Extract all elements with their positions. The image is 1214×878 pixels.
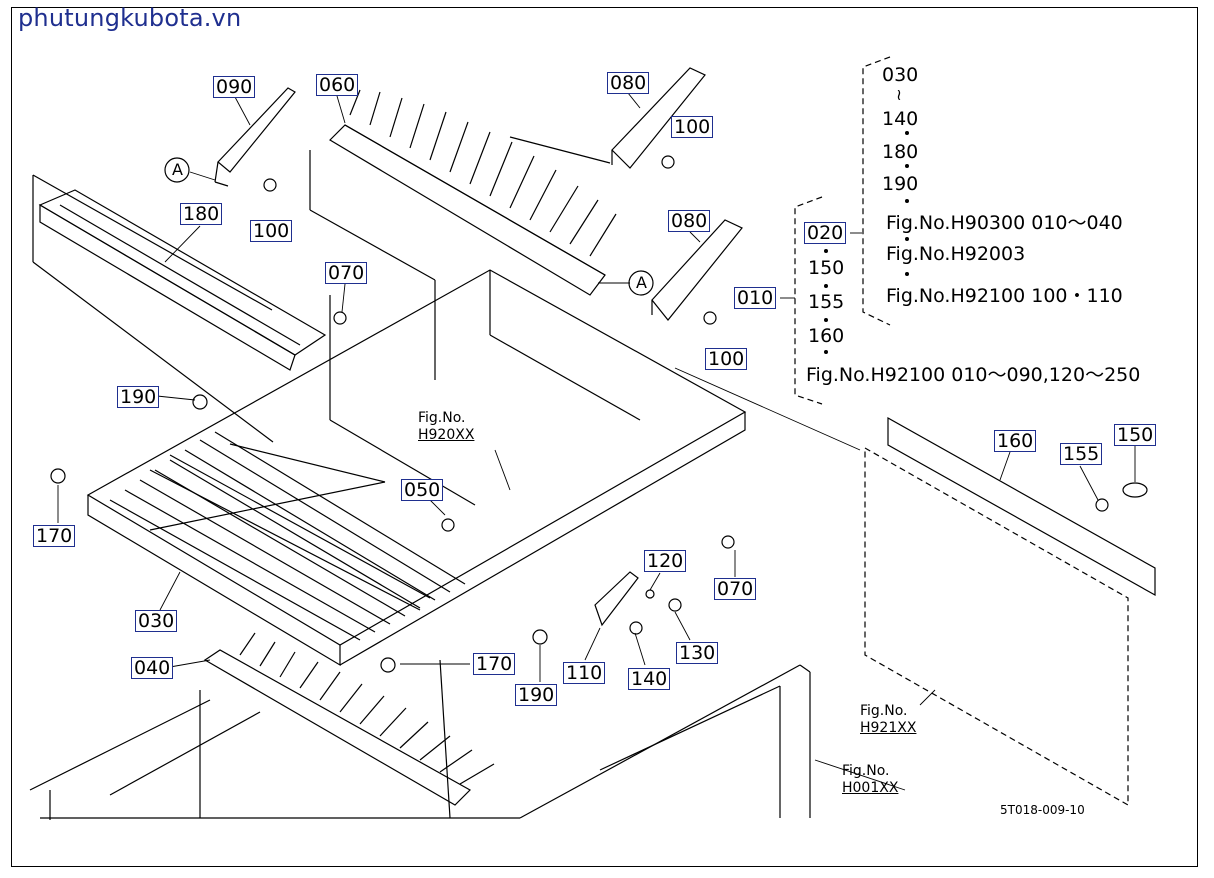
figref-h921xx[interactable]: Fig.No. H921XX <box>860 703 916 737</box>
figref-label: Fig.No. <box>842 763 890 779</box>
legend-fig-ref: Fig.No.H92100 010～090,120～250 <box>806 364 1141 386</box>
bracket-090-part <box>214 87 296 187</box>
callout-170[interactable]: 170 <box>473 653 516 675</box>
legend-brackets <box>794 56 891 405</box>
bracket-080-upper-part <box>611 67 706 169</box>
legend-fig-ref: Fig.No.H92003 <box>886 243 1026 265</box>
legend-fig-ref: Fig.No.H92100 100・110 <box>886 285 1123 307</box>
figref-number: H920XX <box>418 427 475 443</box>
callout-120[interactable]: 120 <box>644 550 687 572</box>
fastener-parts <box>50 311 735 673</box>
corrugated-tray <box>109 431 466 641</box>
callout-140[interactable]: 140 <box>628 668 671 690</box>
callout-130[interactable]: 130 <box>676 642 719 664</box>
washer-155-part <box>1095 498 1109 512</box>
chassis-lower <box>29 659 811 820</box>
drawing-border <box>11 7 1198 867</box>
callout-170[interactable]: 170 <box>33 525 76 547</box>
figref-h920xx[interactable]: Fig.No. H920XX <box>418 410 474 444</box>
callout-080[interactable]: 080 <box>607 72 650 94</box>
figref-number: H001XX <box>842 780 899 796</box>
letter-a-circle-1 <box>164 157 190 183</box>
callout-030[interactable]: 030 <box>135 610 178 632</box>
panel-160-part <box>864 416 1156 807</box>
legend-item: 030 <box>882 64 919 86</box>
legend-item: 160 <box>808 325 845 347</box>
legend-item: 140 <box>882 108 919 130</box>
legend-fig-ref: Fig.No.H90300 010～040 <box>886 212 1123 234</box>
callout-100[interactable]: 100 <box>671 116 714 138</box>
callout-050[interactable]: 050 <box>401 479 444 501</box>
callout-150[interactable]: 150 <box>1114 424 1157 446</box>
callout-080[interactable]: 080 <box>668 210 711 232</box>
legend-dots <box>824 131 909 354</box>
callout-110[interactable]: 110 <box>563 662 606 684</box>
bracket-080-lower-part <box>651 219 743 321</box>
callout-180[interactable]: 180 <box>180 203 223 225</box>
callout-060[interactable]: 060 <box>316 74 359 96</box>
callout-020[interactable]: 020 <box>804 222 847 244</box>
legend-item: 155 <box>808 291 845 313</box>
rail-180-part <box>32 174 327 443</box>
callout-155[interactable]: 155 <box>1060 443 1103 465</box>
comb-060-part <box>309 89 617 380</box>
legend-range-mark: ≀ <box>896 85 902 104</box>
bracket-110-part <box>594 571 639 627</box>
figref-label: Fig.No. <box>860 703 908 719</box>
callout-090[interactable]: 090 <box>213 76 256 98</box>
callout-010[interactable]: 010 <box>734 287 777 309</box>
site-watermark: phutungkubota.vn <box>18 4 242 32</box>
legend-item: 150 <box>808 257 845 279</box>
callout-190[interactable]: 190 <box>117 386 160 408</box>
callout-190[interactable]: 190 <box>515 684 558 706</box>
wingnut-150-part <box>1122 482 1148 498</box>
figref-label: Fig.No. <box>418 410 466 426</box>
callout-070[interactable]: 070 <box>325 262 368 284</box>
comb-040-part <box>203 632 495 806</box>
drawing-code: 5T018-009-10 <box>1000 803 1085 817</box>
callout-070[interactable]: 070 <box>714 578 757 600</box>
figref-h001xx[interactable]: Fig.No. H001XX <box>842 763 898 797</box>
reference-letter-a: A <box>636 273 647 292</box>
leader-lines <box>57 92 1136 791</box>
washer-100-parts <box>263 155 717 325</box>
callout-040[interactable]: 040 <box>131 657 174 679</box>
letter-a-circle-2 <box>628 270 654 296</box>
callout-100[interactable]: 100 <box>250 220 293 242</box>
figref-number: H921XX <box>860 720 917 736</box>
legend-item: 190 <box>882 173 919 195</box>
callout-160[interactable]: 160 <box>994 430 1037 452</box>
callout-100[interactable]: 100 <box>705 348 748 370</box>
legend-item: 180 <box>882 141 919 163</box>
reference-letter-a: A <box>172 160 183 179</box>
